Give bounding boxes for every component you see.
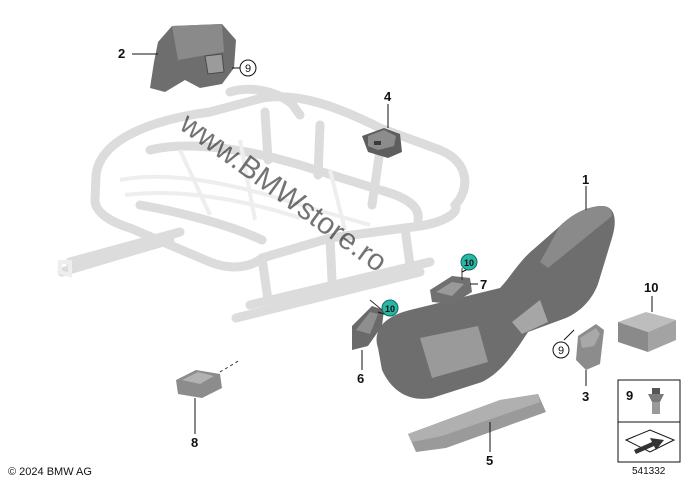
circled-9-label: 9 bbox=[245, 63, 251, 75]
part-6-bracket bbox=[352, 299, 384, 350]
teal-10-marker: 10 bbox=[381, 299, 399, 317]
part-4-connector bbox=[362, 128, 402, 158]
teal-10-marker: 10 bbox=[460, 253, 478, 271]
callout-6: 6 bbox=[357, 371, 364, 386]
seat-frame-ghost-inner bbox=[58, 139, 371, 278]
part-3-trim-cap bbox=[576, 324, 604, 370]
arrow-icon bbox=[624, 429, 676, 454]
part-1-side-panel bbox=[376, 206, 615, 399]
part-9-box-number: 9 bbox=[626, 388, 633, 403]
callout-1: 1 bbox=[582, 172, 589, 187]
callout-4: 4 bbox=[384, 89, 392, 104]
part-10-box bbox=[618, 312, 676, 352]
callout-2: 2 bbox=[118, 46, 125, 61]
callout-3: 3 bbox=[582, 389, 589, 404]
callout-8: 8 bbox=[191, 435, 198, 450]
circled-9-marker: 9 bbox=[239, 59, 257, 77]
callout-7: 7 bbox=[480, 277, 487, 292]
clip-icon bbox=[648, 388, 664, 414]
callout-5: 5 bbox=[486, 453, 493, 468]
seat-frame-ghost bbox=[57, 84, 470, 323]
teal-10-label: 10 bbox=[385, 304, 395, 314]
part-2-cover bbox=[150, 24, 236, 92]
part-5-lower-trim bbox=[408, 394, 546, 452]
copyright: © 2024 BMW AG bbox=[8, 466, 92, 478]
circled-9-marker: 9 bbox=[552, 341, 570, 359]
part-7-bracket bbox=[430, 268, 472, 304]
callout-10: 10 bbox=[644, 280, 658, 295]
circled-9-label: 9 bbox=[558, 345, 564, 357]
part-9-box: 9 bbox=[617, 379, 681, 463]
teal-10-label: 10 bbox=[464, 258, 474, 268]
drawing-number: 541332 bbox=[632, 466, 666, 477]
part-8-rail-cover bbox=[176, 359, 241, 398]
leader-lines bbox=[132, 53, 653, 452]
